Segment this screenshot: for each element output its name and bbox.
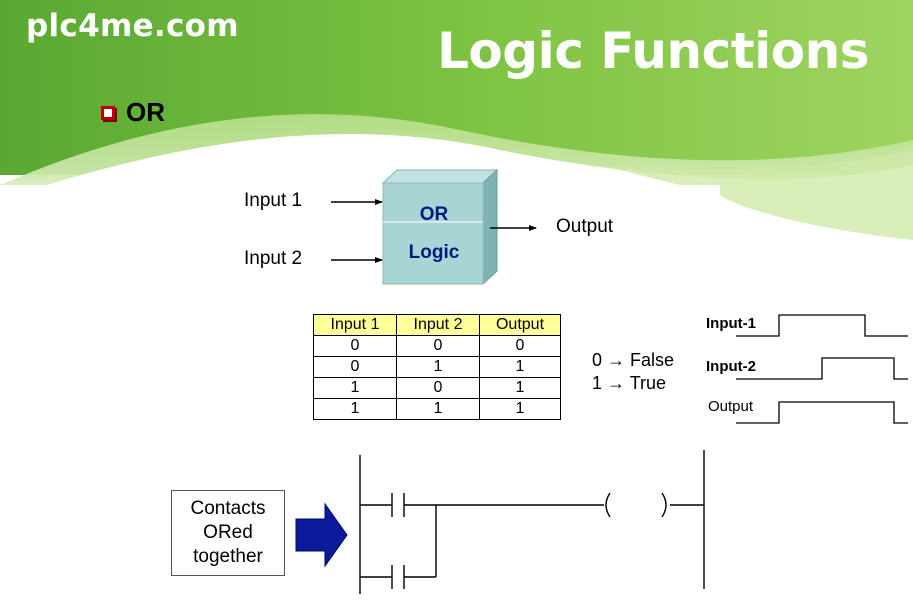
coil-right <box>661 492 667 518</box>
checkbox-bullet-icon <box>101 105 115 120</box>
truth-table-header-row: Input 1 Input 2 Output <box>313 314 561 336</box>
legend-false: 0 → False <box>592 350 675 370</box>
truth-table-row: 1 0 1 <box>313 377 561 399</box>
bullet-text: OR <box>126 97 165 127</box>
truth-table-row: 0 0 0 <box>313 335 561 357</box>
input1-waveform <box>736 314 908 337</box>
timing-input2-label: Input-2 <box>706 358 756 375</box>
contacts-callout: Contacts ORed together <box>171 490 285 576</box>
coil-left <box>605 492 611 518</box>
site-name: plc4me.com <box>26 8 239 44</box>
block-output-label: Output <box>556 216 614 237</box>
block-face-line2: Logic <box>408 242 460 263</box>
block-input2-label: Input 2 <box>244 248 303 269</box>
truth-table-row: 1 1 1 <box>313 398 561 420</box>
truth-table-header: Input 2 <box>396 314 480 336</box>
truth-table: Input 1 Input 2 Output 0 0 0 0 1 1 1 0 1… <box>313 314 561 420</box>
callout-line: ORed <box>203 522 253 543</box>
bullet-or: OR <box>101 97 165 128</box>
legend-true: 1 → True <box>592 373 667 393</box>
block-face-line1: OR <box>419 204 449 225</box>
truth-table-cell: 1 <box>313 398 397 420</box>
callout-line: together <box>193 546 263 567</box>
callout-arrow-icon <box>295 502 348 568</box>
output-waveform <box>736 401 908 424</box>
callout-line: Contacts <box>190 498 266 519</box>
input2-waveform <box>736 357 908 380</box>
slide-title: Logic Functions <box>437 22 869 80</box>
truth-table-cell: 1 <box>479 398 561 420</box>
timing-input1-label: Input-1 <box>706 315 756 332</box>
timing-output-label: Output <box>708 398 754 415</box>
or-logic-block <box>381 168 499 286</box>
block-input1-label: Input 1 <box>244 190 303 211</box>
